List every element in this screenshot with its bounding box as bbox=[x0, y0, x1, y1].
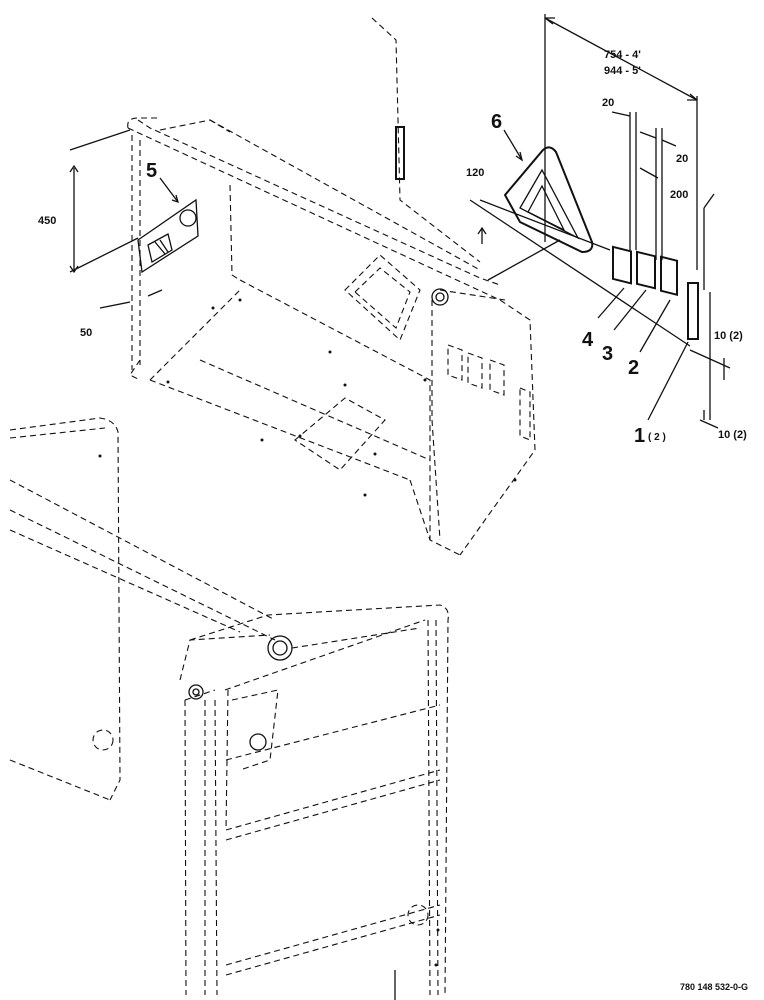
dim-50: 50 bbox=[80, 327, 92, 339]
decal-6-triangle bbox=[503, 146, 594, 254]
dim-450: 450 bbox=[38, 215, 56, 227]
callout-leaders bbox=[159, 129, 689, 421]
decal-1 bbox=[687, 282, 699, 340]
drawing-reference-number: 780 148 532-0-G bbox=[680, 982, 748, 992]
decal-3 bbox=[636, 250, 656, 290]
dim-20-lower: 20 bbox=[676, 153, 688, 165]
upper-housing bbox=[127, 17, 536, 556]
dim-754: 754 - 4' bbox=[604, 49, 641, 61]
dim-120: 120 bbox=[466, 167, 484, 179]
decal-4 bbox=[612, 245, 632, 285]
dimension-lines bbox=[69, 14, 731, 429]
dim-10-upper: 10 (2) bbox=[714, 330, 743, 342]
top-slot-decal bbox=[395, 126, 405, 180]
dim-10-lower: 10 (2) bbox=[718, 429, 747, 441]
dim-200: 200 bbox=[670, 189, 688, 201]
lower-frame bbox=[9, 417, 449, 1000]
callout-2: 2 bbox=[628, 357, 639, 379]
callout-1-quantity: ( 2 ) bbox=[648, 432, 666, 443]
decal-5 bbox=[137, 198, 199, 274]
dim-944: 944 - 5' bbox=[604, 65, 641, 77]
callout-1: 1 bbox=[634, 425, 645, 447]
callout-4: 4 bbox=[582, 329, 594, 351]
callout-3: 3 bbox=[602, 343, 613, 365]
dim-20-upper: 20 bbox=[602, 97, 614, 109]
callout-5: 5 bbox=[146, 160, 157, 182]
decal-2 bbox=[660, 255, 678, 297]
callout-6: 6 bbox=[491, 111, 502, 133]
